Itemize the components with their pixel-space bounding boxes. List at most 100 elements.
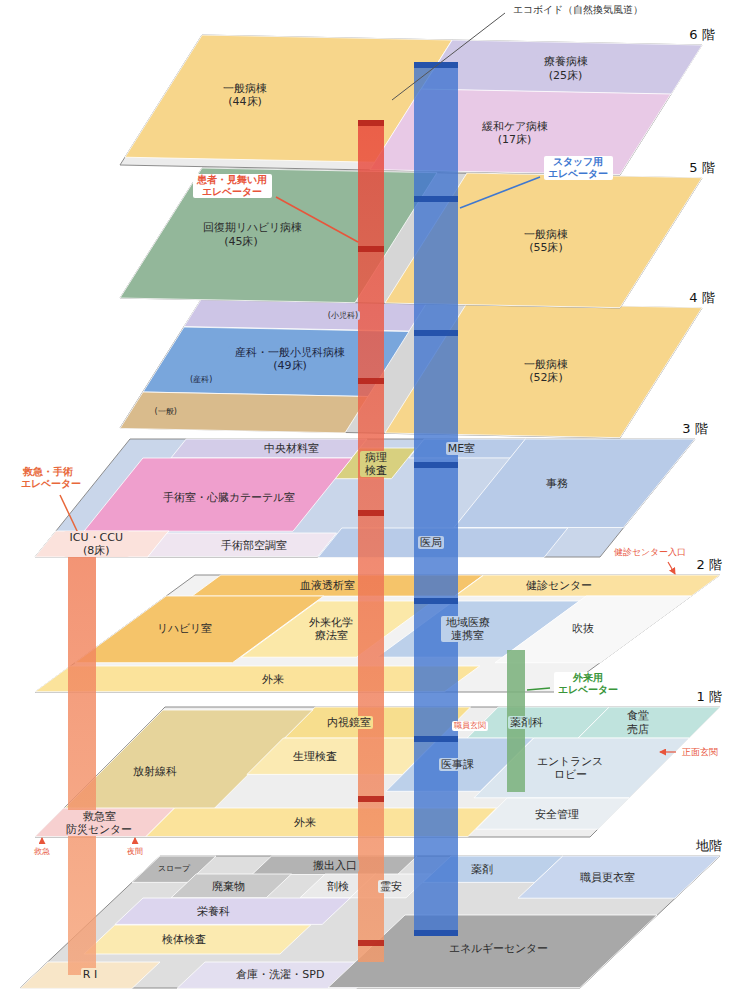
leader-line: [60, 495, 78, 533]
text-holder: 検体検査: [160, 933, 208, 946]
text-holder: スロープ: [156, 864, 192, 874]
floor-label: 1 階: [695, 689, 724, 705]
room-label: (小児科): [326, 311, 360, 321]
room-outline: [120, 392, 368, 433]
room-label: 放射線科: [131, 765, 179, 778]
room-label: 救急室 防災センター: [62, 810, 138, 836]
text-holder: 外来: [260, 673, 286, 686]
text-holder: 外来: [292, 816, 318, 829]
room-outline: [474, 738, 689, 798]
text-holder: (小児科): [326, 311, 360, 321]
room-label: 栄養科: [195, 905, 232, 918]
text-holder: 一般病棟 (52床): [517, 358, 576, 384]
room-outline: [35, 666, 480, 692]
room-outline: [578, 707, 720, 738]
shaft-opening: [358, 378, 384, 384]
text-holder: 正面玄関: [680, 747, 720, 758]
text-holder: 放射線科: [131, 765, 179, 778]
room-label: 吹抜: [570, 622, 596, 635]
text-holder: 産科・一般小児科病棟 (49床): [228, 346, 353, 372]
room-shape: [115, 898, 350, 924]
leader-line: [527, 688, 550, 690]
room-label: ME室: [446, 442, 477, 455]
room-label: エネルギーセンター: [447, 942, 550, 955]
text-holder: 薬剤科: [508, 716, 545, 729]
text-holder: (一般): [153, 407, 179, 417]
floor-label: 6 階: [687, 27, 716, 43]
callout-label: 夜間: [125, 847, 145, 857]
room-shape: [454, 439, 695, 528]
room-label: スロープ: [156, 864, 192, 874]
room-area: 検体検査: [84, 925, 311, 954]
leader-line: [460, 177, 540, 208]
room-area: 療養病棟 (25床): [421, 40, 702, 94]
shaft-opening: [414, 598, 458, 604]
text-holder: スタッフ用 エレベーター: [544, 156, 613, 180]
shaft-openings: [414, 62, 458, 936]
room-area: 手術室・心臓カテーテル室: [84, 458, 352, 531]
floor-label: 4 階: [687, 290, 716, 306]
room-outline: [120, 168, 437, 303]
room-area: 健診センター: [455, 575, 720, 596]
text-holder: 外来用 エレベーター: [554, 672, 623, 696]
room-outline: [454, 439, 695, 528]
room-outline: [518, 856, 720, 898]
emergency-elevator-shaft: [68, 537, 96, 975]
callout-label: 健診センター入口: [612, 547, 688, 558]
room-label: 緩和ケア病棟 (17床): [477, 120, 553, 146]
room-area: 手術部空調室: [148, 533, 337, 557]
room-outline: [84, 458, 352, 531]
shaft-opening: [358, 120, 384, 126]
text-holder: 生理検査: [291, 750, 339, 763]
room-outline: [115, 898, 350, 924]
room-label: エントランス ロビー: [532, 755, 608, 781]
text-holder: 職員玄関: [452, 721, 488, 731]
text-holder: エントランス ロビー: [532, 755, 608, 781]
text-holder: 5 階: [687, 160, 716, 176]
floor-label: 2 階: [695, 557, 724, 573]
text-holder: エネルギーセンター: [447, 942, 550, 955]
room-outline: [171, 439, 367, 458]
callout-label: 正面玄関: [680, 747, 720, 758]
room-outline: [455, 575, 720, 596]
text-holder: 安全管理: [533, 808, 581, 821]
room-label: 内視鏡室: [325, 716, 373, 729]
outpatient-elevator-shaft: [507, 650, 525, 792]
room-shape: [35, 666, 480, 692]
floor-outline: [120, 35, 702, 175]
room-outline: [252, 856, 417, 875]
text-holder: 救急・手術 エレベーター: [19, 466, 78, 490]
text-holder: 中央材料室: [262, 442, 321, 455]
room-label: R I: [81, 968, 99, 981]
text-holder: 1 階: [695, 689, 724, 705]
callout-label: スタッフ用 エレベーター: [544, 156, 613, 180]
room-label: (一般): [153, 407, 179, 417]
callout-label: 患者・見舞い用 エレベーター: [193, 174, 272, 198]
room-area: 安全管理: [476, 798, 629, 829]
text-holder: 救急: [32, 847, 52, 857]
room-area: 中央材料室: [171, 439, 367, 458]
room-area: 搬出入口: [252, 856, 417, 874]
text-holder: 医局: [418, 536, 444, 549]
text-holder: 緩和ケア病棟 (17床): [477, 120, 553, 146]
text-holder: 剖検: [325, 880, 351, 893]
room-label: 廃棄物: [210, 880, 247, 893]
room-label: 職員更衣室: [578, 871, 637, 884]
text-holder: 地階: [694, 838, 724, 854]
shaft-opening: [414, 930, 458, 936]
leader-line: [276, 197, 358, 242]
room-label: 検体検査: [160, 933, 208, 946]
room-outline: [171, 874, 291, 898]
room-area: 事務: [454, 439, 695, 528]
room-label: 健診センター: [524, 579, 594, 592]
room-area: 廃棄物: [171, 874, 291, 898]
floor-outline: [120, 168, 702, 308]
room-label: 地域医療 連携室: [441, 616, 495, 642]
text-holder: 2 階: [695, 557, 724, 573]
room-area: 栄養科: [115, 898, 350, 924]
room-outline: [421, 40, 702, 94]
text-holder: 患者・見舞い用 エレベーター: [193, 174, 272, 198]
text-holder: 食堂 売店: [622, 709, 654, 735]
room-label: 医事課: [439, 758, 476, 771]
staff-elevator-shaft: [414, 62, 458, 936]
